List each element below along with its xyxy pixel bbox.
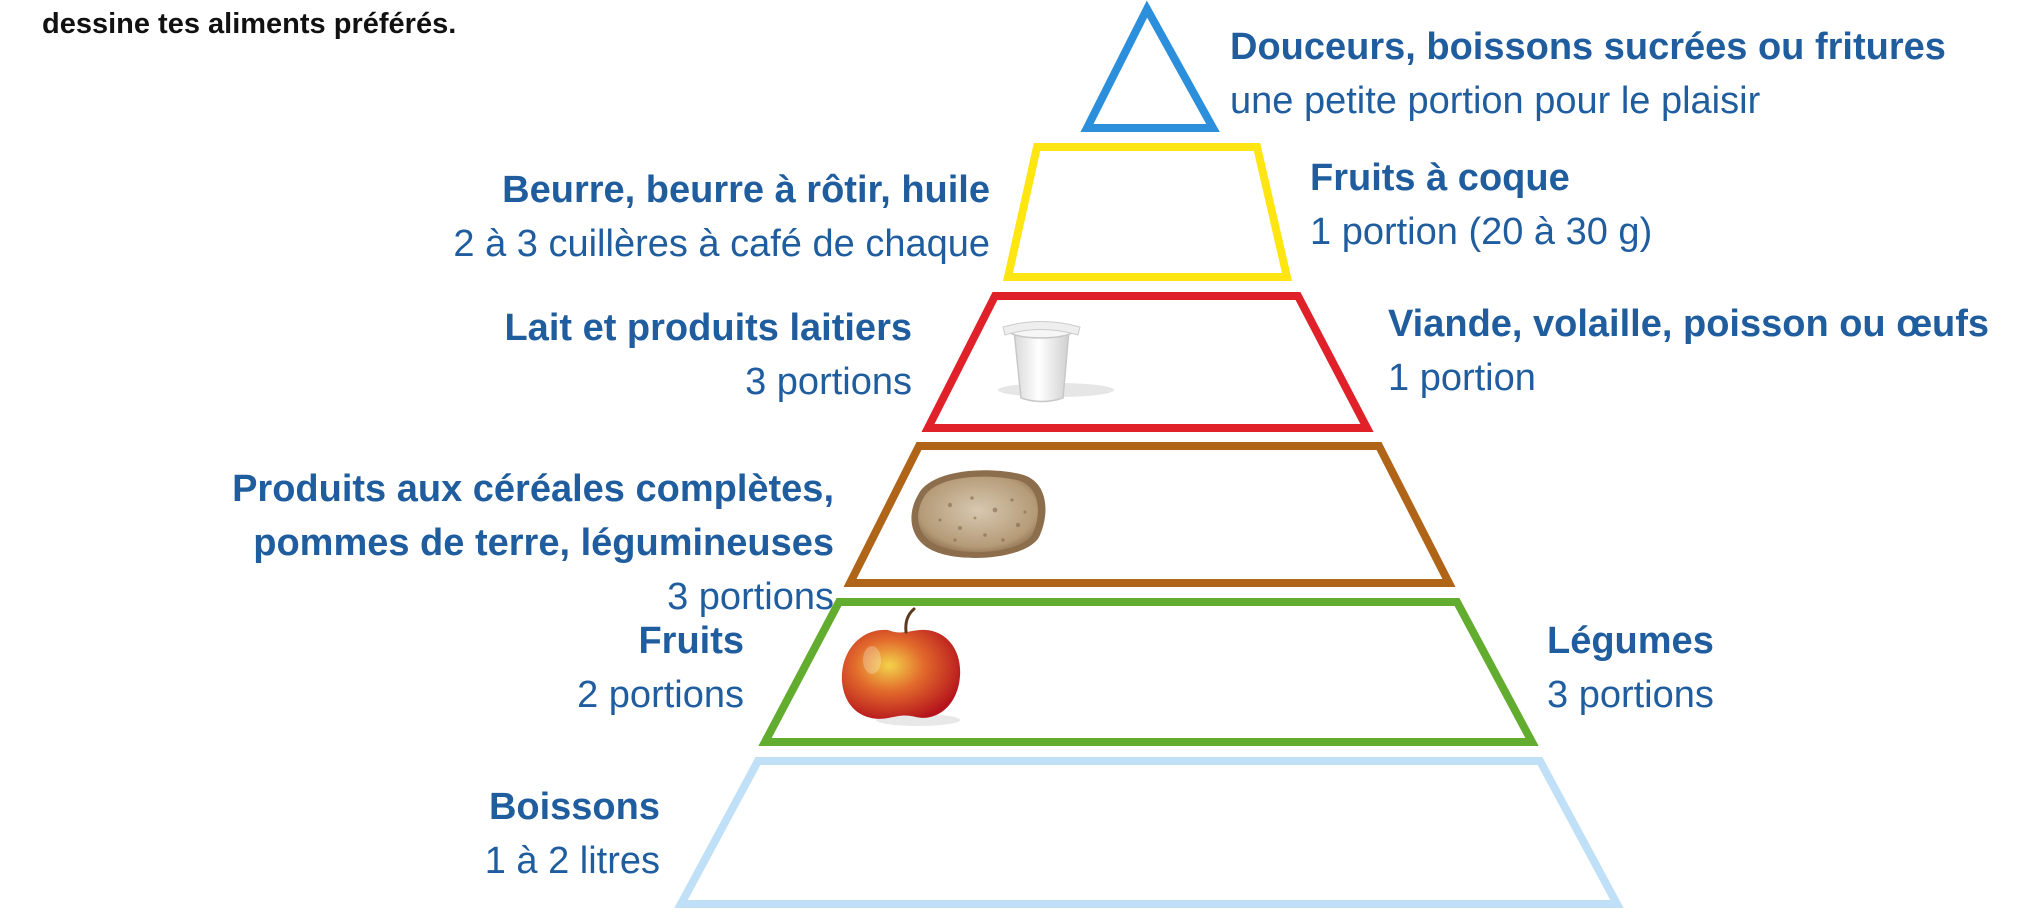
label-drinks-title: Boissons [488,786,660,828]
label-vegetables: Légumes 3 portions [1547,614,1714,722]
tier-fruits-vegetables [758,598,1539,746]
label-protein-sub: 1 portion [1388,357,1536,399]
label-protein-title: Viande, volaille, poisson ou œufs [1388,303,1990,345]
label-nuts-title: Fruits à coque [1310,157,1570,199]
tier-cereals [843,442,1456,587]
label-dairy-title: Lait et produits laitiers [504,307,912,349]
label-drinks: Boissons 1 à 2 litres [485,780,660,888]
tier-sweets [1080,0,1220,132]
label-cereals: Produits aux céréales complètes, pommes … [232,462,834,624]
label-protein: Viande, volaille, poisson ou œufs 1 port… [1388,297,1989,405]
label-nuts: Fruits à coque 1 portion (20 à 30 g) [1310,151,1652,259]
bread-slice-icon [911,470,1046,558]
label-fats: Beurre, beurre à rôtir, huile 2 à 3 cuil… [453,163,990,271]
label-sweets: Douceurs, boissons sucrées ou fritures u… [1230,20,1946,128]
label-cereals-line2: pommes de terre, légumineuses 3 portions [232,516,834,624]
label-vegetables-sub: 3 portions [1547,674,1714,716]
label-cereals-title-line1: Produits aux céréales complètes, [232,468,834,510]
label-fruits-title: Fruits [638,620,744,662]
label-fats-sub: 2 à 3 cuillères à café de chaque [453,223,990,265]
apple-icon [841,607,961,726]
label-dairy-sub: 3 portions [745,361,912,403]
label-dairy: Lait et produits laitiers 3 portions [504,301,912,409]
label-fruits: Fruits 2 portions [577,614,744,722]
label-drinks-sub: 1 à 2 litres [484,840,660,882]
label-cereals-title-line2: pommes de terre, légumineuses [253,522,834,564]
label-vegetables-title: Légumes [1547,620,1714,662]
tier-dairy-protein [921,292,1374,432]
label-sweets-sub: une petite portion pour le plaisir [1230,80,1761,122]
label-nuts-sub: 1 portion (20 à 30 g) [1310,211,1653,253]
label-sweets-title: Douceurs, boissons sucrées ou fritures [1230,26,1946,68]
yogurt-cup-icon [998,321,1114,403]
label-fats-title: Beurre, beurre à rôtir, huile [502,169,990,211]
tier-drinks [674,757,1624,908]
instruction-text: dessine tes aliments préférés. [42,8,457,40]
tier-fats-nuts [1003,143,1293,281]
label-cereals-sub: 3 portions [667,576,834,618]
label-fruits-sub: 2 portions [577,674,744,716]
